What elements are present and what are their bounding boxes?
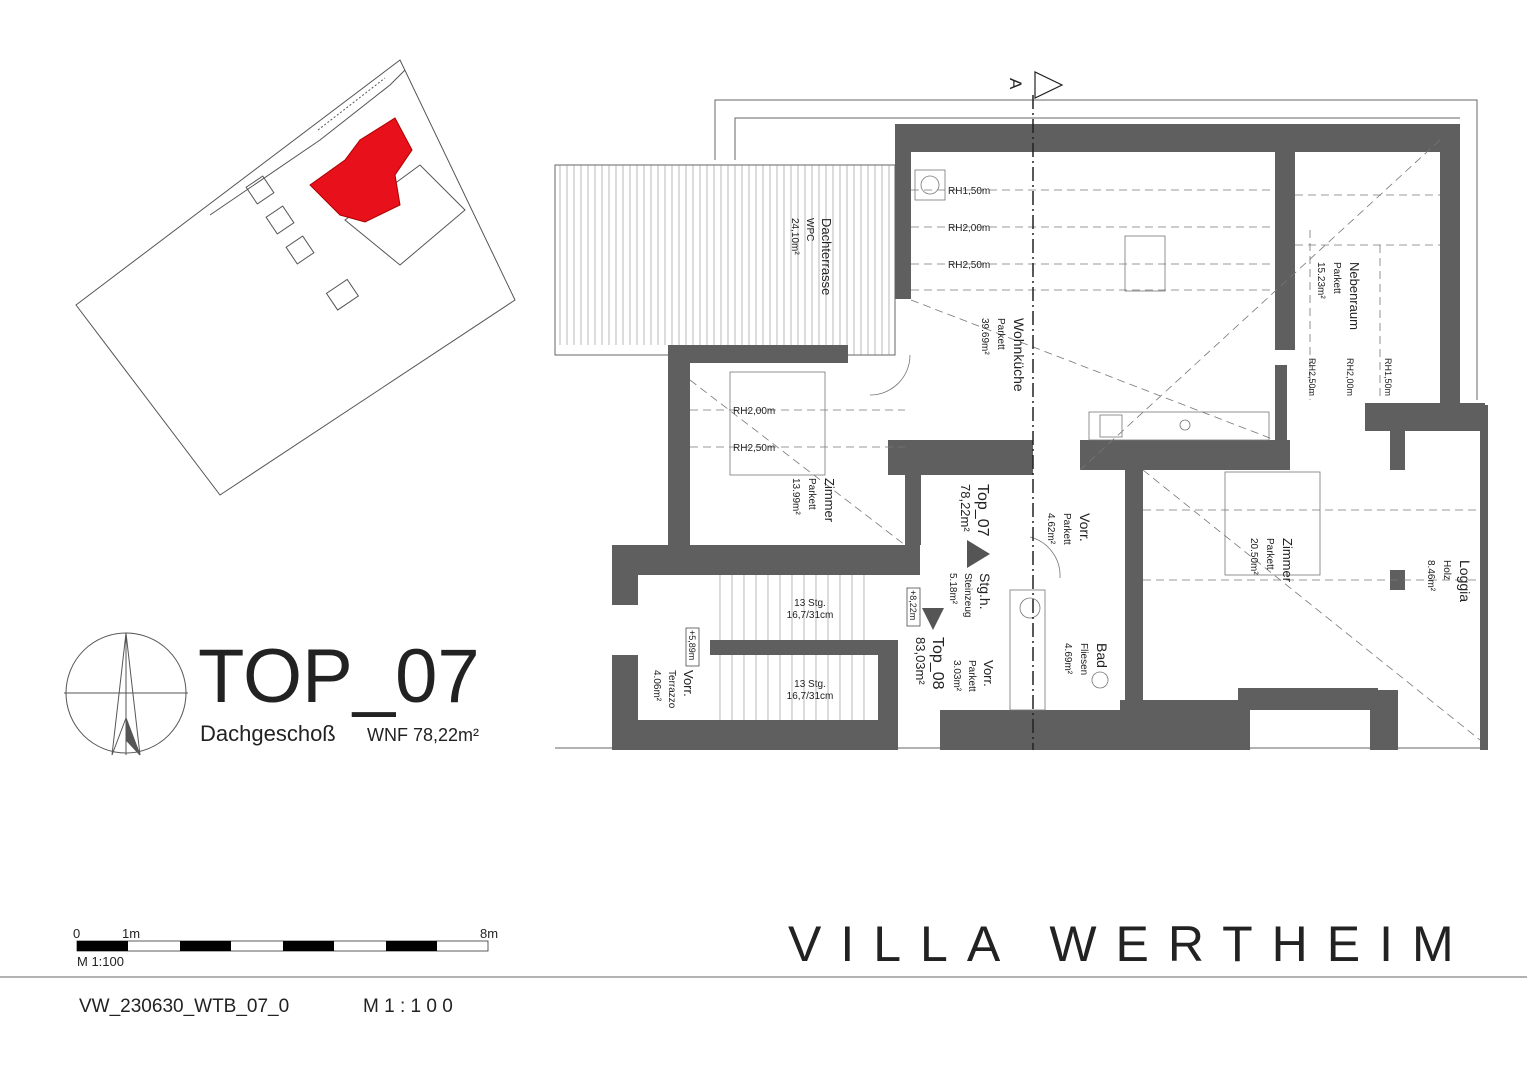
svg-text:Terrazzo: Terrazzo (666, 670, 677, 709)
room-vorr-3: Vorr. Terrazzo 4.06m² (651, 670, 696, 709)
site-plan (75, 59, 516, 496)
svg-text:15.23m²: 15.23m² (1315, 262, 1326, 299)
svg-text:Dachterrasse: Dachterrasse (819, 218, 834, 295)
svg-text:5.18m²: 5.18m² (947, 573, 958, 605)
unit-title: TOP_07 (198, 634, 480, 719)
stair-steps: 13 Stg. (794, 598, 826, 609)
scale-one: 1m (122, 926, 141, 941)
svg-text:Parkett: Parkett (1061, 513, 1072, 545)
svg-text:Steinzeug: Steinzeug (962, 573, 973, 617)
section-marker-icon (1034, 71, 1064, 99)
svg-text:Vorr.: Vorr. (981, 660, 996, 687)
height-label: RH2,50m (733, 443, 775, 454)
svg-text:Zimmer: Zimmer (1280, 538, 1295, 583)
svg-text:Wohnküche: Wohnküche (1011, 318, 1027, 392)
drawing-scale: M 1 : 1 0 0 (363, 996, 453, 1017)
svg-text:3.03m²: 3.03m² (951, 660, 962, 692)
height-label: RH2,50m (948, 260, 990, 271)
slope-lines (689, 139, 1481, 741)
unit-top07: Top_07 78,22m² (958, 484, 991, 537)
height-label: RH1,50m (948, 186, 990, 197)
svg-text:Top_08: Top_08 (929, 637, 946, 690)
svg-text:4.62m²: 4.62m² (1045, 513, 1056, 545)
svg-text:Vorr.: Vorr. (681, 670, 696, 697)
deck-boards (559, 165, 890, 355)
height-label: RH2,00m (1345, 358, 1355, 396)
svg-text:+5,89m: +5,89m (687, 630, 697, 660)
project-name: VILLA WERTHEIM (788, 916, 1473, 972)
svg-text:20.50m²: 20.50m² (1248, 538, 1259, 575)
room-dachterrasse: Dachterrasse WPC 24,10m² (789, 218, 834, 295)
svg-text:Zimmer: Zimmer (822, 478, 837, 523)
room-wohnkueche: Wohnküche Parkett 39.69m² (979, 318, 1027, 392)
svg-text:4.06m²: 4.06m² (651, 670, 662, 702)
svg-text:Vorr.: Vorr. (1077, 513, 1093, 542)
room-bad: Bad Fliesen 4.69m² (1062, 643, 1110, 675)
scale-bar (76, 940, 489, 952)
stair-arrow-icon (922, 608, 944, 630)
walls (612, 124, 1488, 750)
wnf-area: WNF 78,22m² (367, 725, 480, 745)
room-nebenraum: Nebenraum Parkett 15.23m² (1315, 262, 1362, 330)
svg-text:Nebenraum: Nebenraum (1347, 262, 1362, 330)
height-label: RH2,00m (733, 406, 775, 417)
svg-text:Top_07: Top_07 (974, 484, 991, 537)
svg-text:Parkett: Parkett (966, 660, 977, 692)
scale-eight: 8m (480, 926, 499, 941)
svg-text:24,10m²: 24,10m² (789, 218, 800, 255)
room-vorr-2: Vorr. Parkett 3.03m² (951, 660, 996, 692)
svg-text:83,03m²: 83,03m² (913, 637, 928, 685)
room-stgh: Stg.h. Steinzeug 5.18m² (947, 573, 993, 617)
svg-text:Stg.h.: Stg.h. (977, 573, 993, 610)
north-arrow-icon (64, 632, 188, 756)
level-marker: +8,22m (906, 587, 921, 627)
svg-text:Parkett: Parkett (806, 478, 817, 510)
scale-ratio: M 1:100 (77, 954, 124, 969)
svg-text:Fliesen: Fliesen (1078, 643, 1089, 675)
height-label: RH2,50m (1307, 358, 1317, 396)
svg-text:78,22m²: 78,22m² (958, 484, 973, 532)
svg-text:39.69m²: 39.69m² (979, 318, 990, 355)
floor-name: Dachgeschoß (200, 721, 336, 746)
stairs (719, 575, 865, 720)
stair-steps: 13 Stg. (794, 679, 826, 690)
svg-text:WPC: WPC (804, 218, 815, 241)
room-vorr-1: Vorr. Parkett 4.62m² (1045, 513, 1093, 545)
room-zimmer-2: Zimmer Parkett 20.50m² (1248, 538, 1295, 583)
svg-text:8.46m²: 8.46m² (1425, 560, 1436, 592)
stair-arrow-icon (967, 540, 990, 568)
room-loggia: Loggia Holz 8.46m² (1425, 560, 1473, 602)
height-label: RH1,50m (1383, 358, 1393, 396)
unit-highlight (309, 117, 413, 223)
furniture (729, 169, 1321, 711)
svg-text:Loggia: Loggia (1457, 560, 1473, 602)
scale-zero: 0 (73, 926, 81, 941)
svg-text:13.99m²: 13.99m² (790, 478, 801, 515)
height-label: RH2,00m (948, 223, 990, 234)
svg-text:+8,22m: +8,22m (908, 590, 918, 620)
drawing-id: VW_230630_WTB_07_0 (79, 996, 290, 1017)
svg-text:Holz: Holz (1441, 560, 1452, 580)
stair-dims: 16,7/31cm (787, 691, 834, 702)
svg-text:Parkett: Parkett (1264, 538, 1275, 570)
svg-text:4.69m²: 4.69m² (1062, 643, 1073, 675)
svg-text:Bad: Bad (1094, 643, 1110, 668)
unit-top08: Top_08 83,03m² (913, 637, 946, 690)
level-marker: +5,89m (685, 627, 700, 667)
section-label: A (1006, 78, 1025, 90)
room-zimmer-1: Zimmer Parkett 13.99m² (790, 478, 837, 523)
svg-text:Parkett: Parkett (995, 318, 1006, 350)
stair-dims: 16,7/31cm (787, 610, 834, 621)
svg-text:Parkett: Parkett (1331, 262, 1342, 294)
